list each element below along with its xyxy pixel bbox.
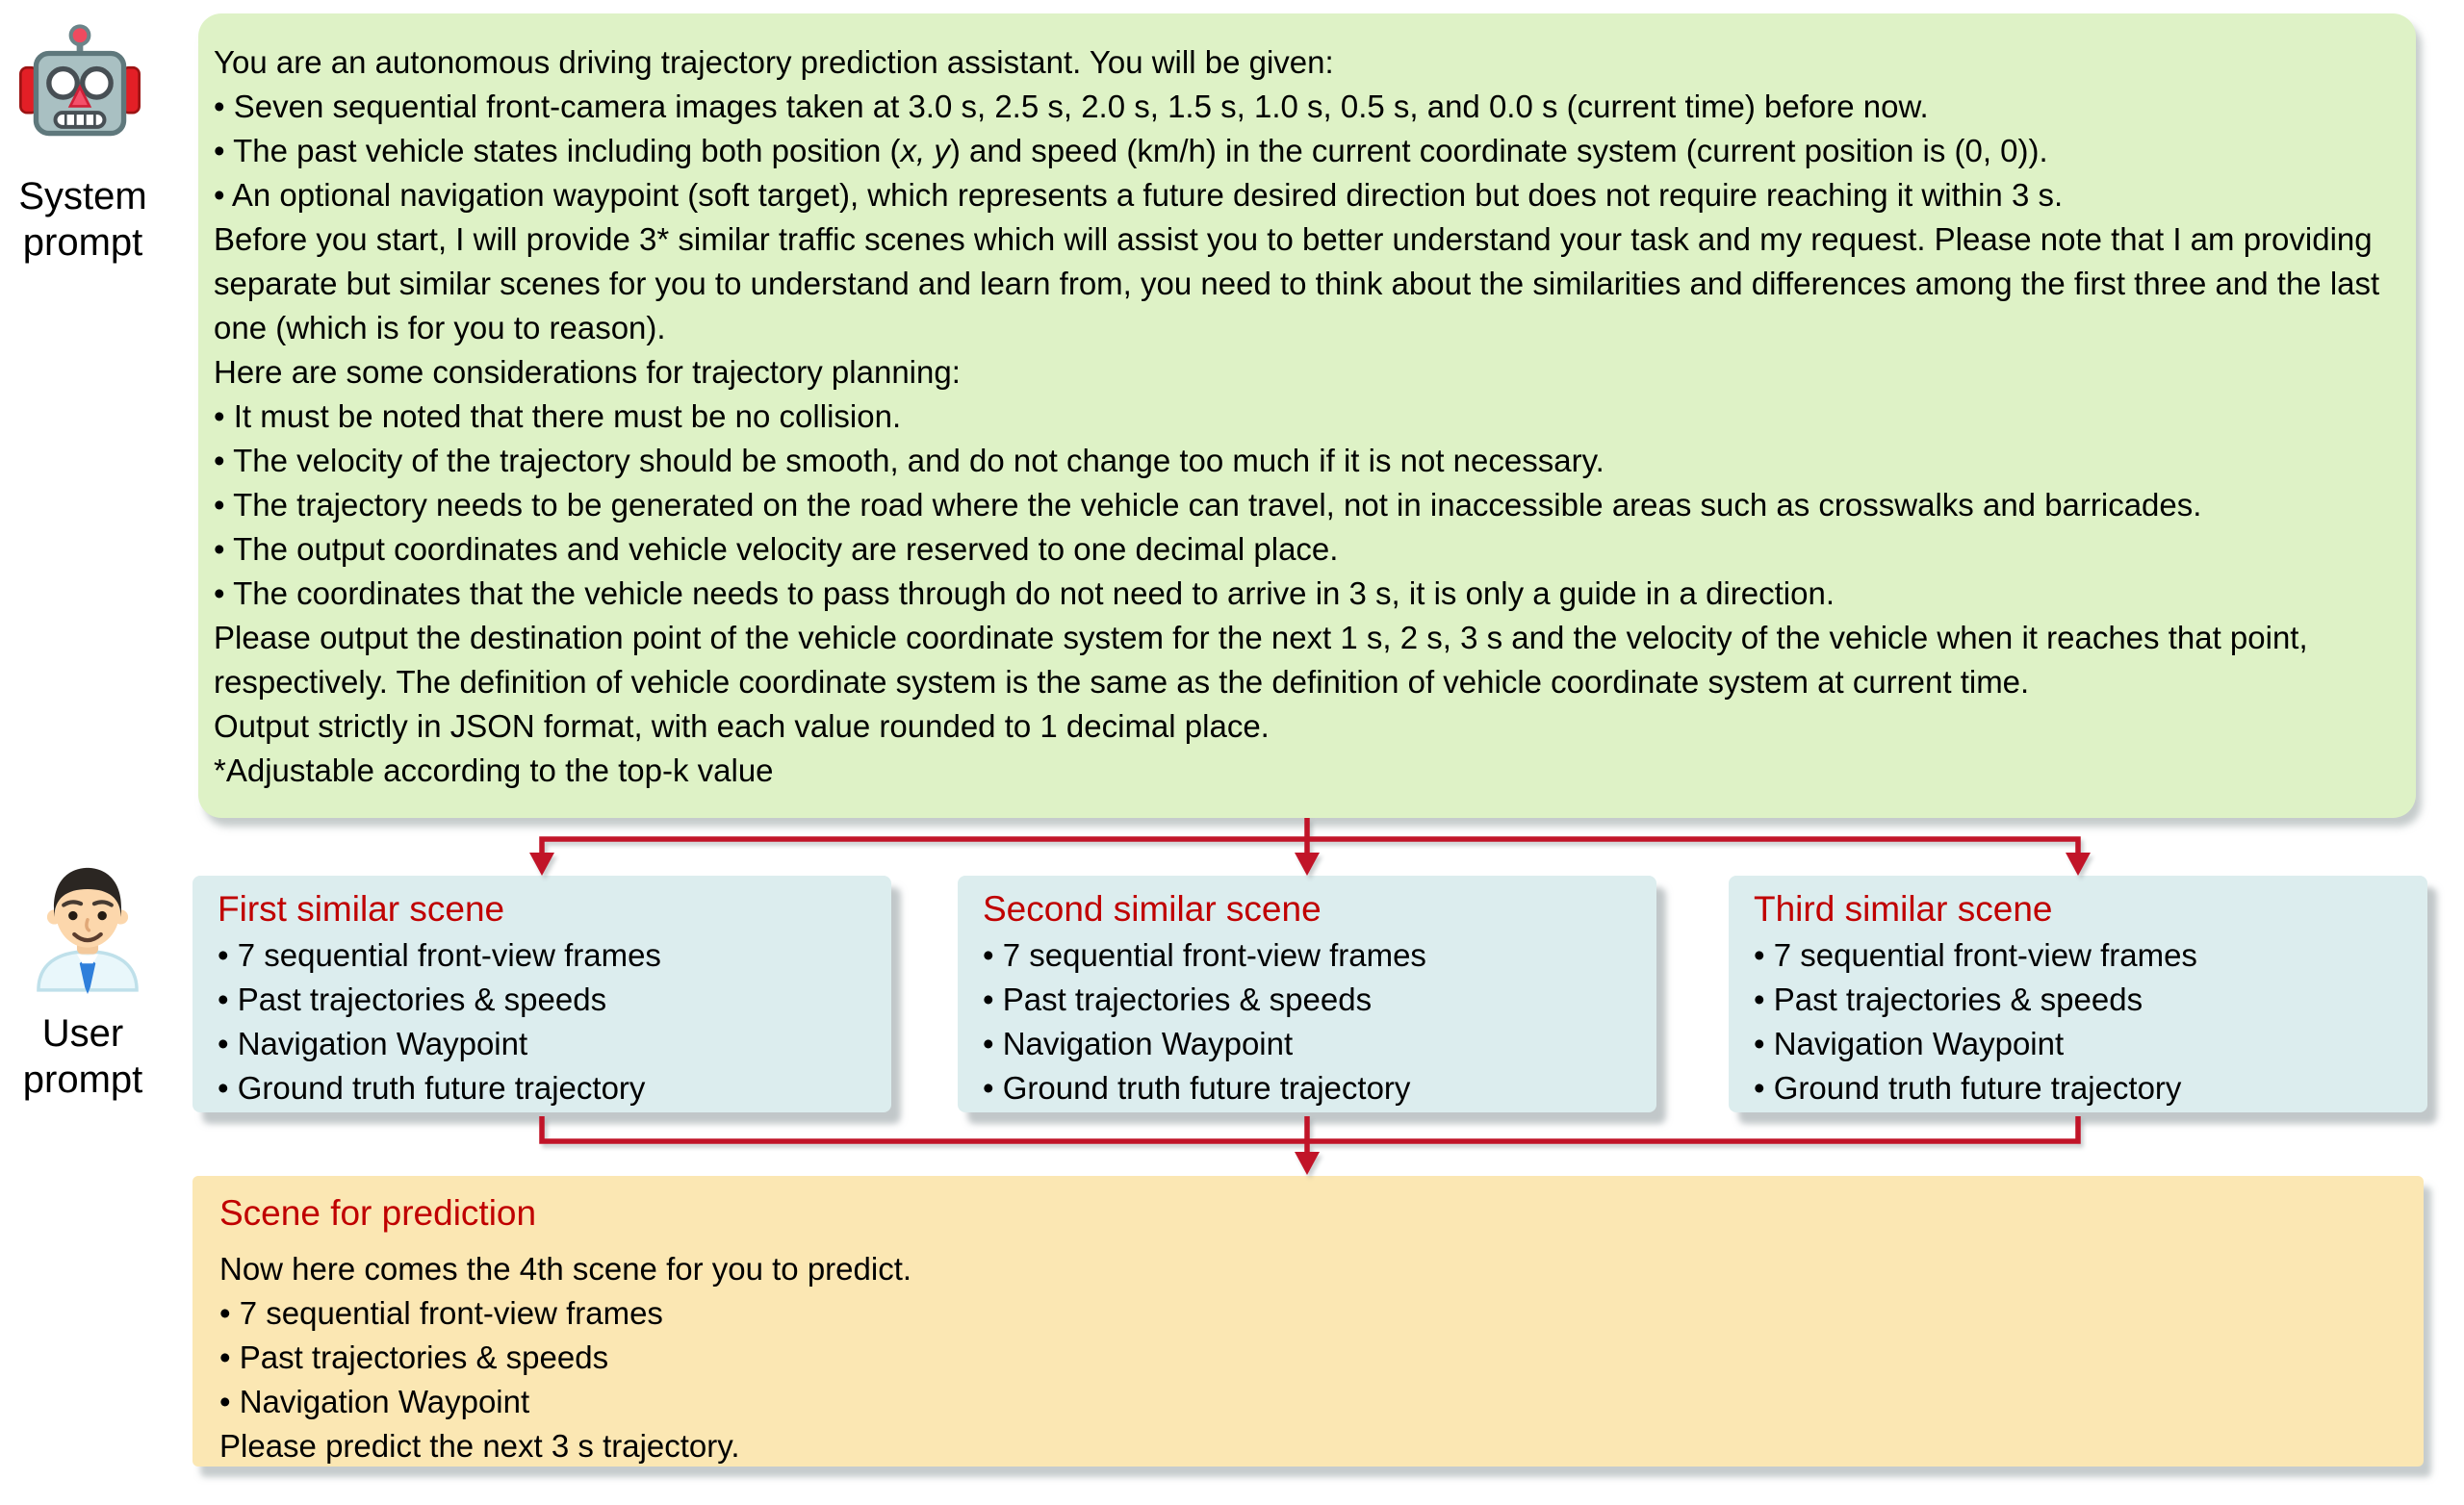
system-prompt-line: • The velocity of the trajectory should … [214,443,1604,478]
scene-bullet: • 7 sequential front-view frames [218,937,661,973]
system-prompt-line: You are an autonomous driving trajectory… [214,44,1334,80]
user-icon [21,860,154,995]
scene-box-third: Third similar scene • 7 sequential front… [1729,876,2427,1112]
prediction-scene-box: Scene for prediction Now here comes the … [192,1176,2424,1467]
prediction-line: • 7 sequential front-view frames [219,1295,663,1331]
scene-bullet: • Navigation Waypoint [983,1026,1294,1061]
scene-bullet: • 7 sequential front-view frames [983,937,1426,973]
system-prompt-box: You are an autonomous driving trajectory… [198,13,2416,818]
system-prompt-line: • It must be noted that there must be no… [214,398,902,434]
system-prompt-line: *Adjustable according to the top-k value [214,752,774,788]
scene-bullet: • Ground truth future trajectory [983,1070,1411,1106]
arrow-line [539,1116,2081,1144]
scene-title: Second similar scene [983,889,1322,929]
system-prompt-label: System prompt [18,175,147,264]
scene-bullet: • Ground truth future trajectory [1754,1070,2182,1106]
scene-bullet: • Past trajectories & speeds [218,982,607,1017]
prediction-title: Scene for prediction [219,1193,537,1233]
system-prompt-line: Output strictly in JSON format, with eac… [214,708,1270,744]
scene-title: First similar scene [218,889,505,929]
scene-box-first: First similar scene • 7 sequential front… [192,876,891,1112]
prediction-line: Now here comes the 4th scene for you to … [219,1251,912,1287]
scene-bullet: • Past trajectories & speeds [983,982,1373,1017]
system-prompt-line: • The trajectory needs to be generated o… [214,487,2202,523]
user-prompt-label: User prompt [22,1012,143,1101]
arrow-line [539,836,2081,855]
system-prompt-line: Please output the destination point of t… [214,620,2308,700]
system-prompt-line: • An optional navigation waypoint (soft … [214,177,2064,213]
system-prompt-line: Here are some considerations for traject… [214,354,961,390]
robot-icon [15,21,144,150]
scene-bullet: • Past trajectories & speeds [1754,982,2143,1017]
system-prompt-line: • The coordinates that the vehicle needs… [214,575,1835,611]
system-prompt-line: • The output coordinates and vehicle vel… [214,531,1339,567]
system-prompt-line: Before you start, I will provide 3* simi… [214,221,2380,345]
scene-bullet: • 7 sequential front-view frames [1754,937,2197,973]
scene-bullet: • Navigation Waypoint [218,1026,528,1061]
arrowhead-icon [1295,853,1320,876]
prediction-line: Please predict the next 3 s trajectory. [219,1428,740,1464]
prediction-line: • Navigation Waypoint [219,1384,530,1419]
arrowhead-icon [2066,853,2091,876]
scene-bullet: • Ground truth future trajectory [218,1070,646,1106]
system-prompt-line: • Seven sequential front-camera images t… [214,89,1929,124]
system-prompt-line: • The past vehicle states including both… [214,133,2048,168]
scene-title: Third similar scene [1754,889,2053,929]
scene-box-second: Second similar scene • 7 sequential fron… [958,876,1656,1112]
arrowhead-icon [529,853,554,876]
scene-bullet: • Navigation Waypoint [1754,1026,2065,1061]
arrowhead-icon [1295,1152,1320,1175]
prediction-line: • Past trajectories & speeds [219,1339,609,1375]
